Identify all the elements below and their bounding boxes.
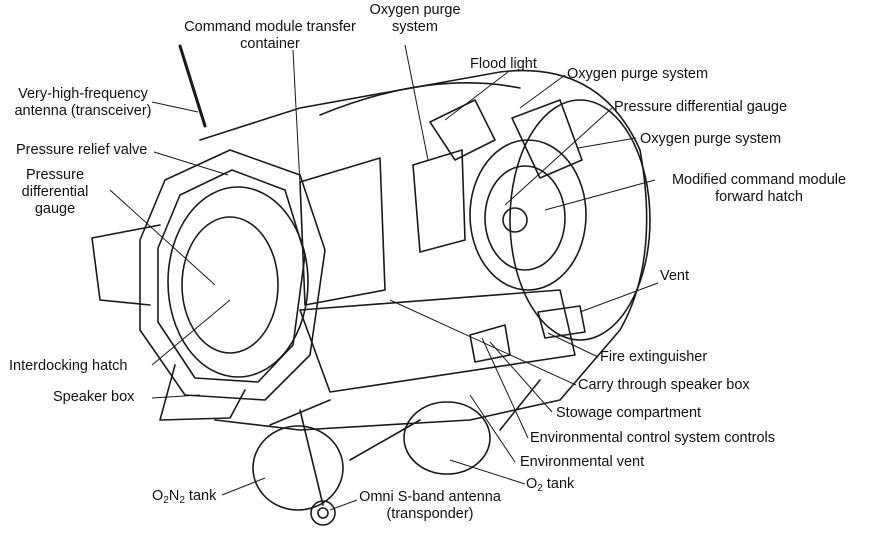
label-oxygen-purge-system-1: Oxygen purge system [567, 66, 709, 82]
label-environmental-control-system-controls: Environmental control system controls [530, 430, 775, 446]
right-end-dome [509, 99, 651, 341]
label-omni-sband-antenna: Omni S-band antenna (transponder) [359, 489, 501, 522]
label-pressure-differential-gauge-right: Pressure differential gauge [614, 99, 788, 115]
label-flood-light: Flood light [470, 56, 537, 72]
label-vhf-antenna: Very-high-frequency antenna (transceiver… [14, 86, 152, 119]
oxygen-purge-box [412, 149, 466, 253]
label-pressure-relief-valve: Pressure relief valve [16, 142, 148, 158]
label-o2-tank: O2 tank [526, 476, 575, 494]
o2-tank-o: O [526, 476, 538, 492]
label-speaker-box: Speaker box [53, 389, 135, 405]
forward-hatch-ring [469, 139, 587, 291]
interdocking-hatch-ring [167, 186, 309, 378]
o2n2-tank-n: N [168, 488, 180, 504]
label-modified-command-module-forward-hatch: Modified command module forward hatch [671, 172, 847, 205]
left-shield [91, 224, 161, 306]
flood-light-box [429, 99, 496, 161]
o2n2-tank-o: O [152, 488, 164, 504]
omni-antenna-strut [299, 409, 324, 506]
forward-hatch-inner [484, 165, 566, 271]
module-body-outline [199, 69, 648, 431]
lower-left-shield [159, 364, 246, 421]
o2-tank-subscript: 2 [537, 483, 543, 494]
label-carry-through-speaker-box: Carry through speaker box [578, 377, 750, 393]
forward-hatch-hub [502, 207, 528, 233]
omni-antenna-disc [310, 500, 336, 526]
o2n2-tank-shape [252, 425, 344, 511]
label-vent: Vent [660, 268, 690, 284]
label-pressure-differential-gauge-left: Pressure differential gauge [21, 167, 89, 217]
lower-deck [299, 289, 576, 393]
label-interdocking-hatch: Interdocking hatch [9, 358, 128, 374]
oxygen-purge-box-2 [511, 99, 583, 179]
vhf-antenna-mast [178, 44, 207, 128]
module-top-edge [319, 82, 521, 116]
label-fire-extinguisher: Fire extinguisher [600, 349, 708, 365]
interdocking-hatch-inner [181, 216, 279, 354]
interdocking-frame-outer [139, 149, 326, 401]
label-o2n2-tank: O2N2 tank [152, 488, 217, 506]
vent-box [537, 305, 586, 339]
o2n2-tank-subscript-2: 2 [179, 495, 185, 506]
label-stowage-compartment: Stowage compartment [556, 405, 702, 421]
leader-lines [109, 44, 659, 511]
label-command-module-transfer-container: Command module transfer container [184, 19, 356, 52]
label-oxygen-purge-system-2: Oxygen purge system [640, 131, 782, 147]
label-oxygen-purge-system-top: Oxygen purge system [369, 2, 461, 35]
label-environmental-vent: Environmental vent [520, 454, 645, 470]
o2n2-tank-word: tank [184, 488, 217, 504]
o2n2-tank-subscript-1: 2 [163, 495, 169, 506]
transfer-container-box [299, 157, 386, 306]
o2-tank-word: tank [542, 476, 575, 492]
o2-tank-shape [403, 401, 491, 475]
interdocking-frame-inner [157, 169, 306, 383]
